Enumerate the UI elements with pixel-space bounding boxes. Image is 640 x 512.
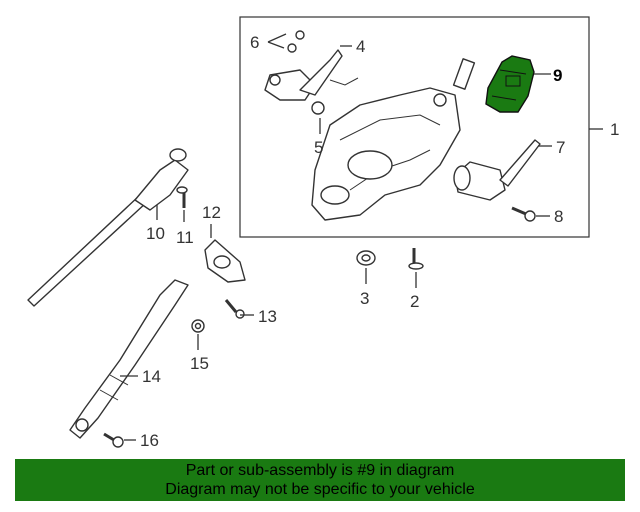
bracket-assembly [264, 30, 359, 115]
callout-2: 2 [410, 292, 419, 311]
banner-line-part: Part or sub-assembly is #9 in diagram [185, 462, 455, 479]
callout-9: 9 [553, 66, 562, 85]
part-2 [408, 248, 424, 270]
part-10-shaft [27, 148, 189, 307]
callout-10: 10 [146, 224, 165, 243]
callout-6: 6 [250, 33, 259, 52]
parts-diagram: 1 2 3 4 5 6 7 8 9 10 11 12 13 14 15 16 [27, 16, 619, 450]
part-8 [511, 206, 536, 222]
callout-3: 3 [360, 289, 369, 308]
part-14-shaft [69, 279, 189, 439]
callout-13: 13 [258, 307, 277, 326]
callout-8: 8 [554, 207, 563, 226]
callout-5: 5 [314, 138, 323, 157]
callout-4: 4 [356, 37, 365, 56]
callout-15: 15 [190, 354, 209, 373]
part-7 [453, 139, 541, 201]
part-3 [356, 250, 376, 266]
callout-14: 14 [142, 367, 161, 386]
part-16 [103, 432, 124, 448]
callout-7: 7 [556, 138, 565, 157]
banner-line-disclaimer: Diagram may not be specific to your vehi… [165, 481, 475, 498]
part-15 [191, 319, 205, 333]
assembly-box [239, 16, 590, 238]
part-12 [204, 239, 246, 283]
part-13 [224, 299, 245, 319]
notice-banner: Part or sub-assembly is #9 in diagram Di… [15, 459, 625, 501]
callout-12: 12 [202, 203, 221, 222]
part-11 [176, 186, 188, 208]
callout-11: 11 [176, 228, 194, 247]
part-9-highlighted [485, 55, 535, 113]
callout-1: 1 [610, 120, 619, 139]
callout-16: 16 [140, 431, 159, 450]
steering-column-housing [311, 58, 476, 221]
